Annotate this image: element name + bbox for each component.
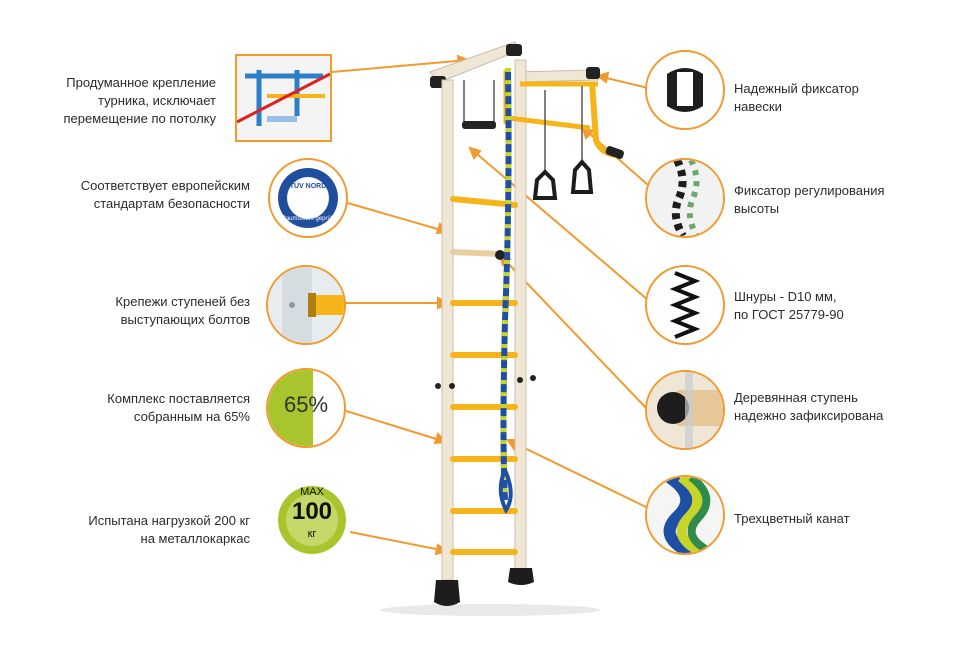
max-unit: кг (307, 528, 317, 540)
ceiling-mount-photo (235, 54, 332, 142)
rope-closeup (645, 475, 725, 555)
hang-lock-closeup (645, 50, 725, 130)
fastener-closeup (266, 265, 346, 345)
feature-ceiling-mount: Продуманное крепление турника, исключает… (63, 75, 217, 126)
tuv-ring-text: Baumusters geprüft (282, 216, 335, 222)
feature-rope: Трехцветный канат (734, 511, 850, 526)
gymnastic-rings (532, 86, 594, 200)
feature-height-lock: Фиксатор регулирования высоты (734, 183, 885, 216)
feature-assembled: Комплекс поставляется собранным на 65% (107, 391, 250, 424)
feature-hang-lock: Надежный фиксатор навески (734, 81, 859, 114)
percent-value: 65% (283, 392, 329, 417)
max-label: MAX (300, 486, 324, 498)
height-lock-closeup (645, 158, 725, 238)
max-load-badge: MAX 100 кг (272, 480, 352, 560)
feature-eu-standard: Соответствует европейским стандартам без… (80, 178, 250, 211)
tuv-title: TÜV NORD (290, 181, 327, 190)
climbing-rope (498, 67, 513, 514)
tuv-badge: TÜV NORD Baumusters geprüft (268, 158, 348, 238)
wooden-rung (450, 249, 503, 257)
feature-wooden-step: Деревянная ступень надежно зафиксирована (734, 390, 884, 423)
wooden-step-closeup (645, 370, 725, 450)
feature-cords: Шнуры - D10 мм, по ГОСТ 25779-90 (734, 289, 844, 322)
max-value: 100 (291, 498, 333, 525)
feature-load-tested: Испытана нагрузкой 200 кг на металлокарк… (88, 513, 250, 546)
trapeze-bar (462, 121, 496, 129)
feature-step-fasteners: Крепежи ступеней без выступающих болтов (115, 294, 250, 327)
ceiling-bracket (429, 41, 600, 88)
percent-badge: 65% (266, 368, 346, 448)
ladder-frame (434, 59, 534, 606)
cord-closeup (645, 265, 725, 345)
